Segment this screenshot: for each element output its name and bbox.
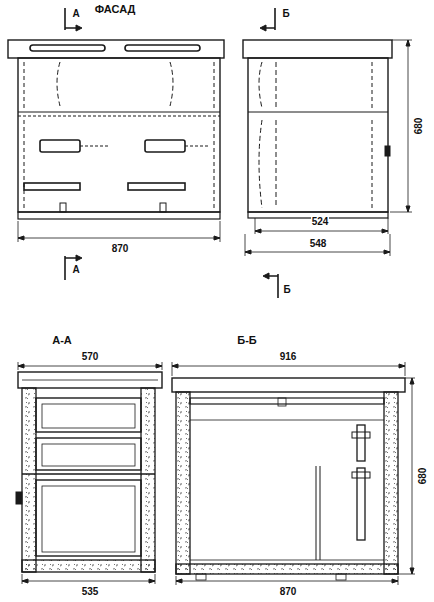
dimension-label: 548 [309,239,328,249]
section-marker: А [71,9,80,19]
section-marker: Б [282,285,291,295]
dimension-label: 870 [279,587,298,597]
dimension-label: 870 [111,244,130,254]
section-title: А-А [51,335,73,346]
dimension-label: 570 [81,352,100,362]
view-title: ФАСАД [94,4,137,15]
section-a-a [16,362,162,584]
front-view [8,8,224,280]
dimension-label: 524 [311,217,330,227]
dimension-label: 680 [418,467,428,486]
section-b-b [172,362,415,585]
side-view [243,8,412,298]
section-marker: А [71,265,80,275]
section-marker: Б [281,9,290,19]
section-title: Б-Б [236,335,257,346]
dimension-label: 680 [414,117,424,136]
dimension-label: 916 [279,352,298,362]
dimension-label: 535 [81,587,100,597]
